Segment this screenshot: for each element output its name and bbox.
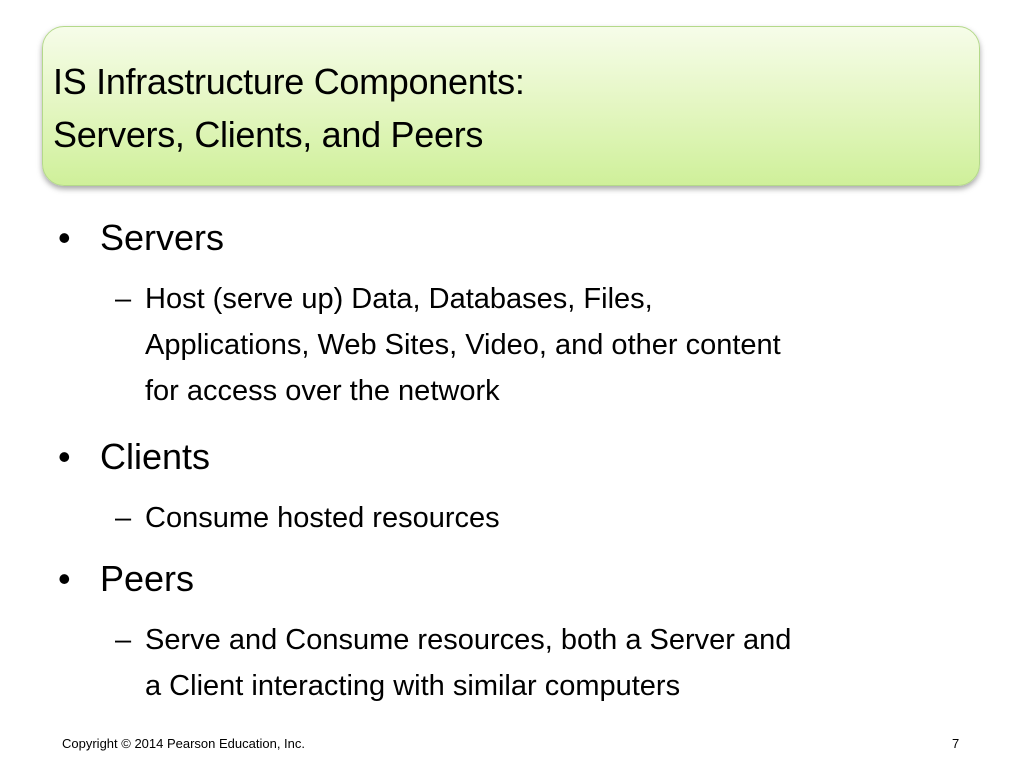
slide-title-line-1: IS Infrastructure Components: — [53, 61, 525, 102]
sub-bullet-line: a Client interacting with similar comput… — [145, 670, 681, 702]
bullet-label: Clients — [100, 436, 211, 477]
bullet-icon: • — [58, 217, 71, 258]
bullet-servers: • Servers — [58, 218, 224, 258]
page-number: 7 — [952, 736, 960, 751]
bullet-label: Peers — [100, 558, 195, 599]
sub-bullet-text: Serve and Consume resources, both a Serv… — [145, 617, 965, 709]
sub-bullet-text: Host (serve up) Data, Databases, Files, … — [145, 276, 965, 414]
sub-bullet-servers: – Host (serve up) Data, Databases, Files… — [115, 276, 965, 414]
sub-bullet-line: Consume hosted resources — [145, 502, 500, 534]
sub-bullet-clients: – Consume hosted resources — [115, 495, 965, 541]
dash-icon: – — [115, 624, 132, 656]
bullet-peers: • Peers — [58, 559, 194, 599]
dash-icon: – — [115, 502, 132, 534]
slide-title-line-2: Servers, Clients, and Peers — [53, 114, 484, 155]
dash-icon: – — [115, 283, 132, 315]
sub-bullet-line: for access over the network — [145, 375, 500, 407]
title-banner: IS Infrastructure Components: Servers, C… — [42, 26, 980, 186]
sub-bullet-text: Consume hosted resources — [145, 495, 965, 541]
sub-bullet-peers: – Serve and Consume resources, both a Se… — [115, 617, 965, 709]
sub-bullet-line: Applications, Web Sites, Video, and othe… — [145, 329, 781, 361]
sub-bullet-line: Host (serve up) Data, Databases, Files, — [145, 283, 653, 315]
bullet-icon: • — [58, 436, 71, 477]
bullet-icon: • — [58, 558, 71, 599]
sub-bullet-line: Serve and Consume resources, both a Serv… — [145, 624, 792, 656]
bullet-label: Servers — [100, 217, 225, 258]
slide-title: IS Infrastructure Components: Servers, C… — [53, 55, 525, 161]
footer-copyright: Copyright © 2014 Pearson Education, Inc. — [62, 736, 306, 751]
bullet-clients: • Clients — [58, 437, 210, 477]
